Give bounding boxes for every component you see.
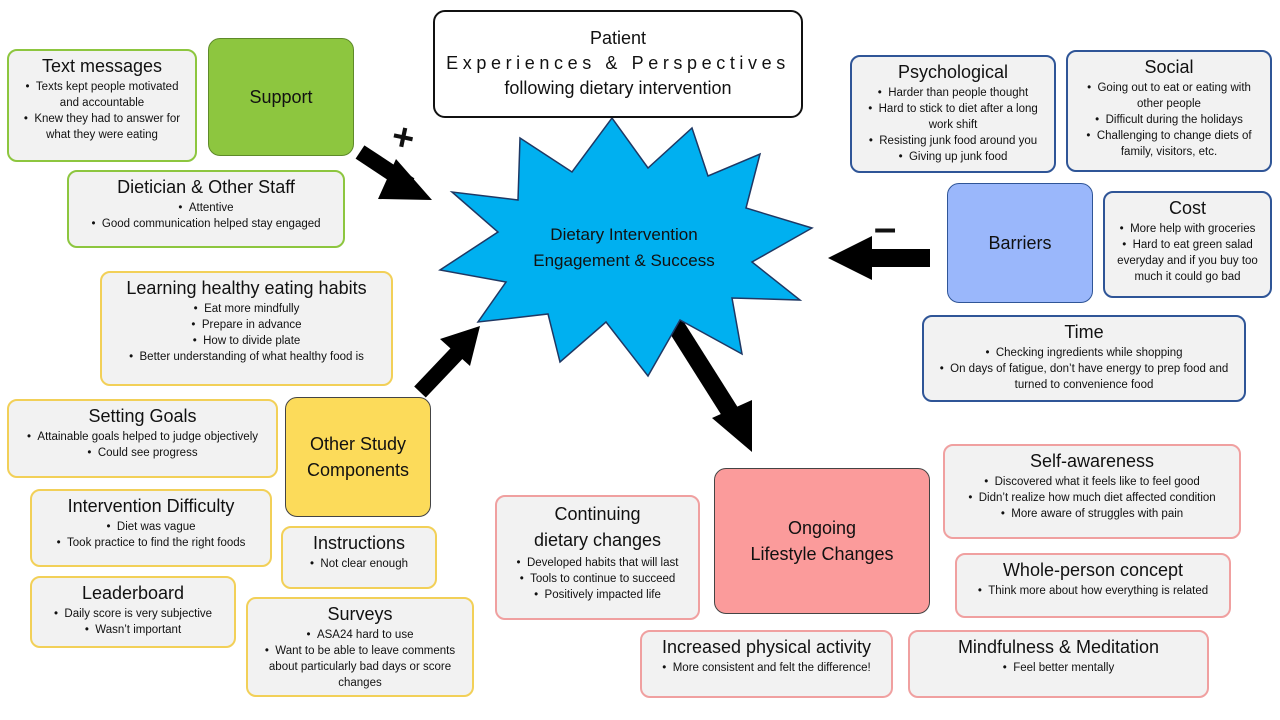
ongoing-line-1: Ongoing [787,518,857,538]
whole-person-item: Think more about how everything is relat… [963,583,1223,599]
learning-title: Learning healthy eating habits [126,278,367,298]
text-messages-title: Text messages [41,56,163,76]
time-item: Checking ingredients while shopping [930,345,1238,361]
self-awareness-title: Self-awareness [1029,451,1155,471]
cost-item: Hard to eat green salad everyday and if … [1111,237,1264,285]
whole-person-box: Whole-person concept Think more about ho… [955,553,1231,618]
self-awareness-item: Discovered what it feels like to feel go… [951,474,1233,490]
time-title: Time [1064,322,1104,342]
instructions-item: Not clear enough [289,556,429,572]
surveys-item: ASA24 hard to use [254,627,466,643]
continuing-title: Continuing dietary changes [533,504,662,550]
psychological-item: Giving up junk food [858,149,1048,165]
support-hub: Support [208,38,354,156]
social-title: Social [1144,57,1194,77]
leaderboard-box: Leaderboard Daily score is very subjecti… [30,576,236,648]
instructions-box: Instructions Not clear enough [281,526,437,589]
continuing-item: Positively impacted life [503,587,692,603]
learning-box: Learning healthy eating habits Eat more … [100,271,393,386]
self-awareness-box: Self-awareness Discovered what it feels … [943,444,1241,539]
psychological-title: Psychological [897,62,1009,82]
psychological-item: Hard to stick to diet after a long work … [858,101,1048,133]
learning-item: How to divide plate [108,333,385,349]
leaderboard-item: Wasn’t important [38,622,228,638]
other-study-line-1: Other Study [309,434,407,454]
whole-person-title: Whole-person concept [1002,560,1184,580]
social-item: Challenging to change diets of family, v… [1074,128,1264,160]
social-box: Social Going out to eat or eating with o… [1066,50,1272,172]
psychological-item: Resisting junk food around you [858,133,1048,149]
barriers-hub: Barriers [947,183,1093,303]
ongoing-line-2: Lifestyle Changes [750,544,894,564]
header-line-1: Patient [589,28,647,48]
surveys-item: Want to be able to leave comments about … [254,643,466,691]
psychological-item: Harder than people thought [858,85,1048,101]
time-box: Time Checking ingredients while shopping… [922,315,1246,402]
surveys-title: Surveys [327,604,393,624]
arrow-barriers-to-center [828,236,930,280]
support-hub-label: Support [249,87,313,107]
cost-box: Cost More help with groceries Hard to ea… [1103,191,1272,298]
social-item: Difficult during the holidays [1074,112,1264,128]
instructions-title: Instructions [312,533,406,553]
setting-goals-title: Setting Goals [88,406,197,426]
center-burst-shape [438,116,814,378]
intervention-difficulty-item: Took practice to find the right foods [38,535,264,551]
header-line-3: following dietary intervention [504,78,732,98]
center-label: Dietary Intervention Engagement & Succes… [500,222,748,274]
continuing-box: Continuing dietary changes Developed hab… [495,495,700,620]
center-line-2: Engagement & Success [533,251,715,270]
setting-goals-item: Could see progress [15,445,270,461]
center-line-1: Dietary Intervention [550,225,698,244]
arrow-center-to-ongoing [664,315,752,452]
social-item: Going out to eat or eating with other pe… [1074,80,1264,112]
mindfulness-box: Mindfulness & Meditation Feel better men… [908,630,1209,698]
physical-activity-item: More consistent and felt the difference! [648,660,885,676]
continuing-item: Developed habits that will last [503,555,692,571]
other-study-hub: Other Study Components [285,397,431,517]
dietician-item: Attentive [75,200,337,216]
dietician-title: Dietician & Other Staff [117,177,295,197]
psychological-box: Psychological Harder than people thought… [850,55,1056,173]
self-awareness-item: More aware of struggles with pain [951,506,1233,522]
header-line-2: Experiences & Perspectives [446,53,790,73]
surveys-box: Surveys ASA24 hard to use Want to be abl… [246,597,474,697]
text-messages-item: Knew they had to answer for what they we… [15,111,189,143]
text-messages-box: Text messages Texts kept people motivate… [7,49,197,162]
text-messages-item: Texts kept people motivated and accounta… [15,79,189,111]
ongoing-hub: Ongoing Lifestyle Changes [714,468,930,614]
dietician-item: Good communication helped stay engaged [75,216,337,232]
mindfulness-title: Mindfulness & Meditation [957,637,1160,657]
time-item: On days of fatigue, don’t have energy to… [930,361,1238,393]
mindfulness-item: Feel better mentally [916,660,1201,676]
intervention-difficulty-item: Diet was vague [38,519,264,535]
dietician-box: Dietician & Other Staff Attentive Good c… [67,170,345,248]
cost-item: More help with groceries [1111,221,1264,237]
cost-title: Cost [1168,198,1206,218]
physical-activity-title: Increased physical activity [661,637,872,657]
leaderboard-item: Daily score is very subjective [38,606,228,622]
physical-activity-box: Increased physical activity More consist… [640,630,893,698]
learning-item: Better understanding of what healthy foo… [108,349,385,365]
arrow-other-study-to-center [414,326,480,398]
setting-goals-box: Setting Goals Attainable goals helped to… [7,399,278,478]
intervention-difficulty-title: Intervention Difficulty [67,496,235,516]
barriers-hub-label: Barriers [988,233,1052,253]
intervention-difficulty-box: Intervention Difficulty Diet was vague T… [30,489,272,567]
learning-item: Prepare in advance [108,317,385,333]
diagram-header: Patient Experiences & Perspectives follo… [433,10,803,118]
self-awareness-item: Didn’t realize how much diet affected co… [951,490,1233,506]
other-study-line-2: Components [306,460,410,480]
arrow-support-to-center [355,145,432,200]
setting-goals-item: Attainable goals helped to judge objecti… [15,429,270,445]
leaderboard-title: Leaderboard [81,583,185,603]
negative-sign: – [874,206,897,250]
continuing-item: Tools to continue to succeed [503,571,692,587]
learning-item: Eat more mindfully [108,301,385,317]
